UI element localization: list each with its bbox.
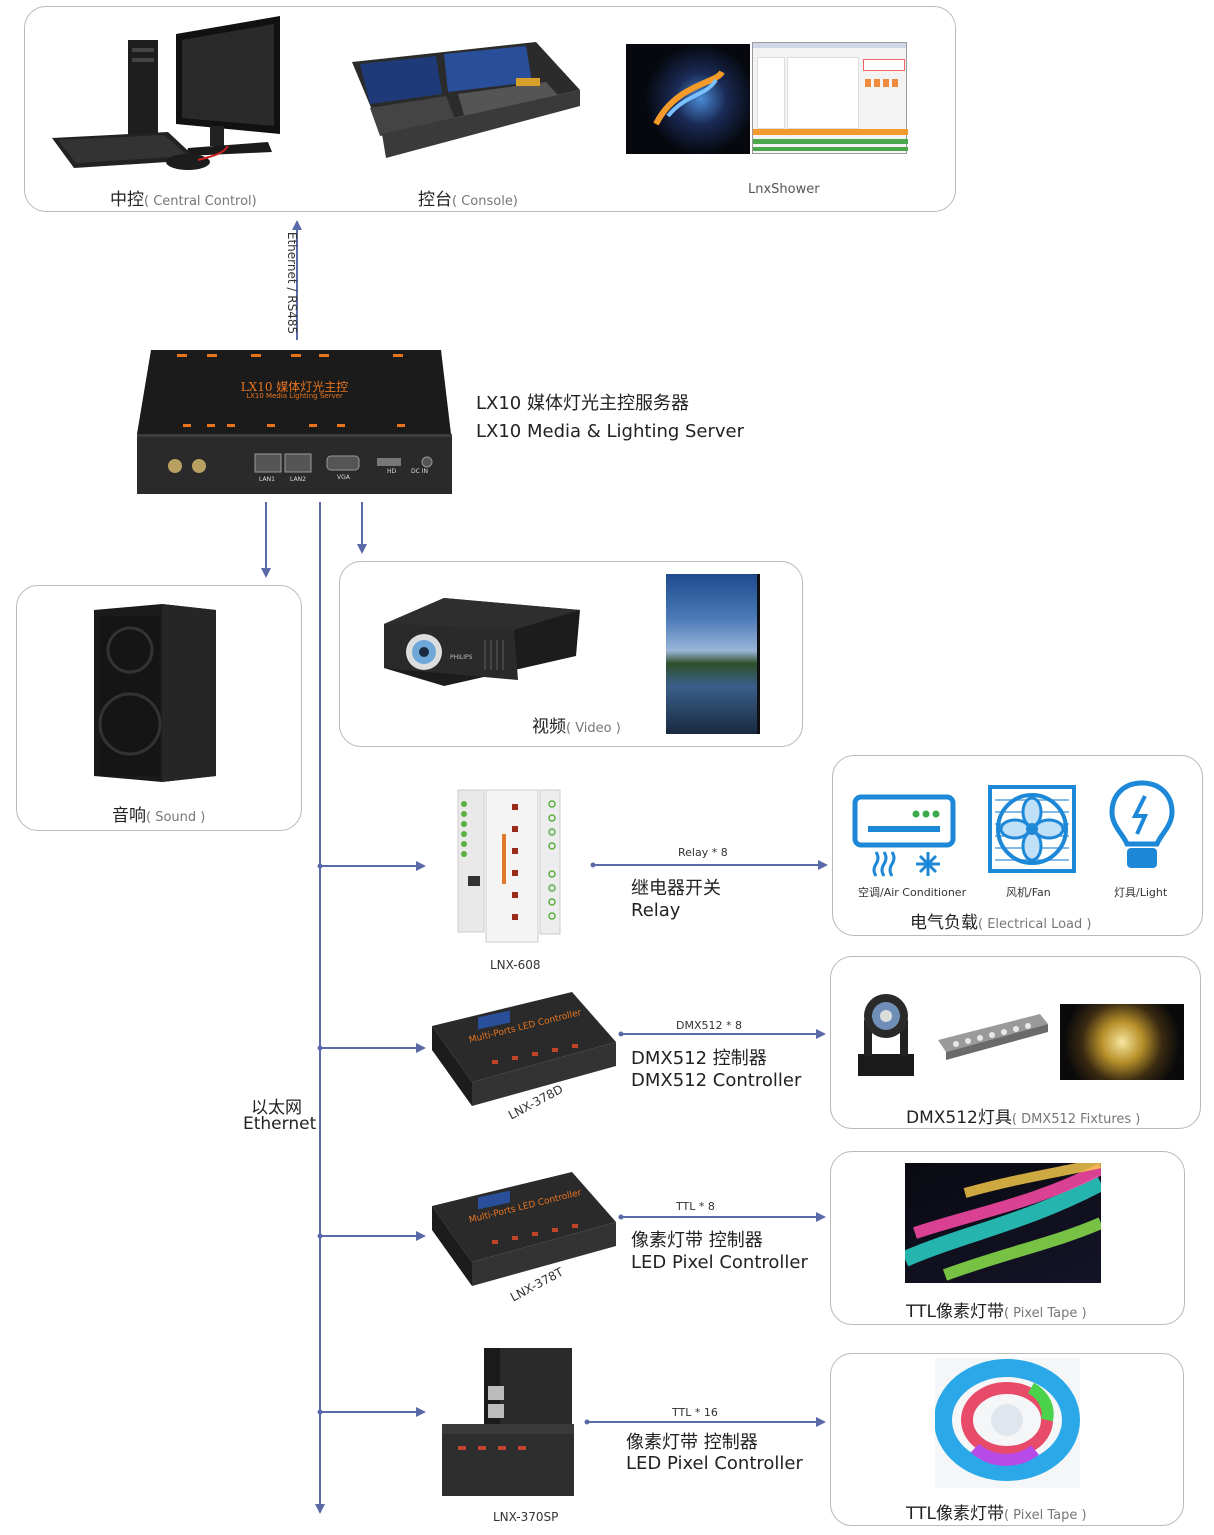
ttl16-controller-image [442, 1348, 574, 1496]
dmx-tag: DMX512 * 8 [676, 1019, 742, 1032]
server-device-title: LX10 媒体灯光主控 [240, 380, 349, 394]
lnxshower-preview [626, 44, 750, 154]
load-fan-label: 风机/Fan [1006, 886, 1051, 899]
port-hd: HD [387, 468, 397, 475]
air-conditioner-icon [852, 794, 956, 877]
server-title-cn: LX10 媒体灯光主控服务器 [476, 393, 689, 414]
moving-head-image [858, 994, 914, 1076]
ttl16-tape-label: TTL像素灯带( Pixel Tape ) [906, 1504, 1087, 1524]
lx10-server-device: LX10 媒体灯光主控 LX10 Media Lighting Server L… [137, 350, 452, 494]
projector-brand: PHILIPS [450, 654, 473, 661]
light-bulb-icon [1109, 780, 1175, 868]
ttl16-tag: TTL * 16 [672, 1406, 718, 1419]
ethernet-label-en: Ethernet [243, 1114, 317, 1134]
lighting-console-image [352, 42, 580, 158]
ttl8-cn: 像素灯带 控制器 [631, 1230, 763, 1251]
ttl8-controller-image [432, 1172, 616, 1286]
lnxshower-window [752, 42, 908, 154]
led-screen-image [666, 574, 760, 734]
led-point-light-image [1060, 1004, 1184, 1080]
load-ac-label: 空调/Air Conditioner [858, 886, 967, 899]
ttl8-en: LED Pixel Controller [631, 1252, 808, 1273]
relay-model: LNX-608 [490, 958, 541, 972]
central-control-label: 中控( Central Control) [110, 190, 257, 210]
ttl8-tag: TTL * 8 [676, 1200, 715, 1213]
port-vga: VGA [337, 474, 350, 481]
ttl16-model: LNX-370SP [493, 1510, 559, 1524]
relay-device-image [457, 789, 561, 943]
ttl8-tape-label: TTL像素灯带( Pixel Tape ) [906, 1302, 1087, 1322]
electrical-load-label: 电气负载( Electrical Load ) [910, 913, 1092, 933]
relay-cn: 继电器开关 [631, 878, 721, 899]
ttl16-en: LED Pixel Controller [626, 1453, 803, 1474]
pixel-tape-image-2 [935, 1358, 1080, 1488]
projector-image [384, 598, 580, 686]
speaker-image [94, 604, 216, 782]
fan-icon [988, 785, 1076, 873]
ethernet-label-cn: 以太网 [251, 1098, 302, 1118]
port-lan1: LAN1 [259, 476, 275, 483]
pixel-tape-image-1 [905, 1163, 1101, 1283]
lnxshower-screenshot [626, 42, 908, 154]
link-top-label: Ethernet / RS485 [285, 231, 299, 335]
ttl16-cn: 像素灯带 控制器 [626, 1432, 758, 1453]
console-label: 控台( Console) [418, 190, 518, 210]
dmx-cn: DMX512 控制器 [631, 1048, 767, 1069]
load-light-label: 灯具/Light [1114, 886, 1168, 899]
sound-label: 音响( Sound ) [112, 806, 206, 826]
lnxshower-label: LnxShower [748, 182, 820, 197]
video-label: 视频( Video ) [532, 717, 621, 737]
server-device-sub: LX10 Media Lighting Server [246, 392, 343, 400]
dmx-en: DMX512 Controller [631, 1070, 802, 1091]
relay-tag: Relay * 8 [678, 846, 728, 859]
dmx-fixtures-label: DMX512灯具( DMX512 Fixtures ) [906, 1108, 1141, 1128]
relay-en: Relay [631, 900, 681, 921]
port-lan2: LAN2 [290, 476, 306, 483]
central-control-pc-image [52, 16, 280, 170]
port-dc: DC IN [411, 468, 428, 475]
server-title-en: LX10 Media & Lighting Server [476, 421, 745, 442]
wall-washer-image [938, 1014, 1048, 1060]
dmx-controller-image [432, 992, 616, 1106]
